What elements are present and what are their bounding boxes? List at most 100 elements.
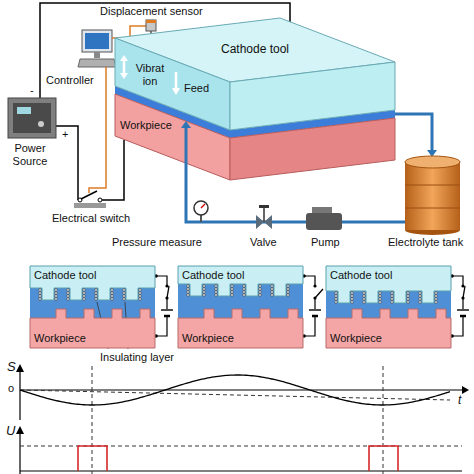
cathode-section-outline (203, 288, 206, 291)
cathode-section-outline (391, 295, 394, 298)
cathode-section-outline (55, 295, 58, 298)
cathode-section-outline (435, 295, 438, 298)
gauge-label: Pressure measure (112, 236, 202, 249)
power-source-icon (8, 98, 56, 138)
cathode-section-outline (215, 288, 218, 291)
workpiece-section-outline (178, 309, 303, 348)
valve-icon (264, 215, 272, 229)
cathode-section-outline (259, 285, 262, 288)
valve-icon (259, 205, 269, 208)
cathode-section-outline (435, 301, 438, 304)
cathode-section-outline (271, 285, 274, 288)
power-source-icon (13, 103, 51, 133)
switch-label: Electrical switch (52, 212, 130, 225)
cathode-section-outline (231, 291, 234, 294)
cathode-section-outline (123, 289, 126, 292)
cathode-section-outline (83, 289, 86, 292)
cathode-section-outline (351, 301, 354, 304)
cathode-section-outline (139, 292, 142, 295)
electrical-switch-icon (74, 191, 106, 208)
power-source-icon (8, 98, 56, 138)
electrolyte-tank-icon (405, 162, 460, 230)
power-source-label: Power Source (4, 142, 56, 168)
motion-label: Vibrat ion (132, 62, 168, 88)
cathode-section-outline (419, 292, 422, 295)
cathode-section-outline (231, 288, 234, 291)
pressure-gauge-icon (194, 201, 208, 215)
battery-symbol (456, 309, 470, 317)
plot-axis (20, 470, 462, 471)
valve-label: Valve (250, 236, 277, 249)
cathode-section-outline (326, 266, 451, 303)
valve-icon (256, 205, 272, 229)
cathode-section-outline (391, 298, 394, 301)
cathode-section-outline (39, 289, 42, 292)
cathode-section: Cathode tool (30, 266, 155, 302)
cathode-section-outline (111, 289, 114, 292)
controller-icon (78, 30, 116, 67)
voltage-pulse (78, 446, 398, 471)
cathode-section-outline (39, 295, 42, 298)
plot-axis (20, 389, 462, 390)
cathode-section-outline (243, 285, 246, 288)
node-label: Workpiece (182, 332, 234, 345)
cathode-section-outline (287, 294, 290, 297)
pressure-gauge-icon (201, 204, 205, 208)
cathode-section-outline (407, 295, 410, 298)
workpiece-block: Workpiece (115, 94, 395, 180)
cathode-section-outline (363, 295, 366, 298)
cathode-tool-block-outline (120, 55, 128, 61)
axis-label: U (6, 423, 15, 438)
cathode-tool-block-outline (120, 73, 128, 79)
electrical-switch-icon (74, 203, 106, 208)
dashed-guide (92, 366, 93, 474)
cathode-section-outline (123, 298, 126, 301)
cathode-section-outline (83, 298, 86, 301)
cathode-tool-block-outline (230, 62, 395, 130)
switch-symbol (461, 284, 464, 287)
cathode-section-outline (111, 298, 114, 301)
cathode-section-outline (435, 292, 438, 295)
cathode-section-outline (67, 298, 70, 301)
valve-icon (256, 215, 264, 229)
battery-symbol (309, 309, 321, 310)
node-label: Workpiece (34, 332, 86, 345)
battery-symbol (457, 309, 469, 310)
controller-icon (94, 52, 100, 58)
cathode-section-outline (243, 294, 246, 297)
cathode-section-outline (83, 292, 86, 295)
cathode-section-outline (351, 298, 354, 301)
node-label: Workpiece (330, 332, 382, 345)
pump-icon (306, 213, 342, 230)
battery-symbol (460, 315, 466, 318)
workpiece-section: Workpiece (178, 306, 303, 348)
switch-symbol (315, 289, 323, 298)
cathode-section-outline (407, 292, 410, 295)
cathode-section-outline (187, 288, 190, 291)
workpiece-block-outline (115, 94, 395, 180)
switch-symbol (165, 284, 168, 287)
battery-symbol (164, 315, 170, 318)
circuit-wire (302, 274, 315, 338)
cathode-section-outline (83, 295, 86, 298)
cathode-section-outline (419, 301, 422, 304)
battery-symbol (312, 315, 318, 318)
displacement-sensor-icon (146, 20, 156, 31)
cathode-section-outline (203, 285, 206, 288)
cathode-section: Cathode tool (326, 266, 451, 305)
electrical-switch-icon (81, 191, 97, 199)
battery-symbol (161, 309, 173, 310)
electrolyte-tank-icon (405, 208, 460, 209)
voltage-pulse (78, 446, 107, 471)
cathode-section-outline (271, 291, 274, 294)
tank-label: Electrolyte tank (388, 236, 463, 249)
pressure-gauge-icon (194, 201, 208, 222)
cathode-section-outline (287, 291, 290, 294)
cathode-section-outline (351, 292, 354, 295)
displacement-curve (20, 375, 450, 405)
cathode-section-outline (139, 295, 142, 298)
cathode-section-outline (335, 292, 338, 295)
node-label: Cathode tool (330, 269, 392, 282)
battery-symbol (160, 309, 174, 317)
switch-symbol (312, 285, 318, 299)
